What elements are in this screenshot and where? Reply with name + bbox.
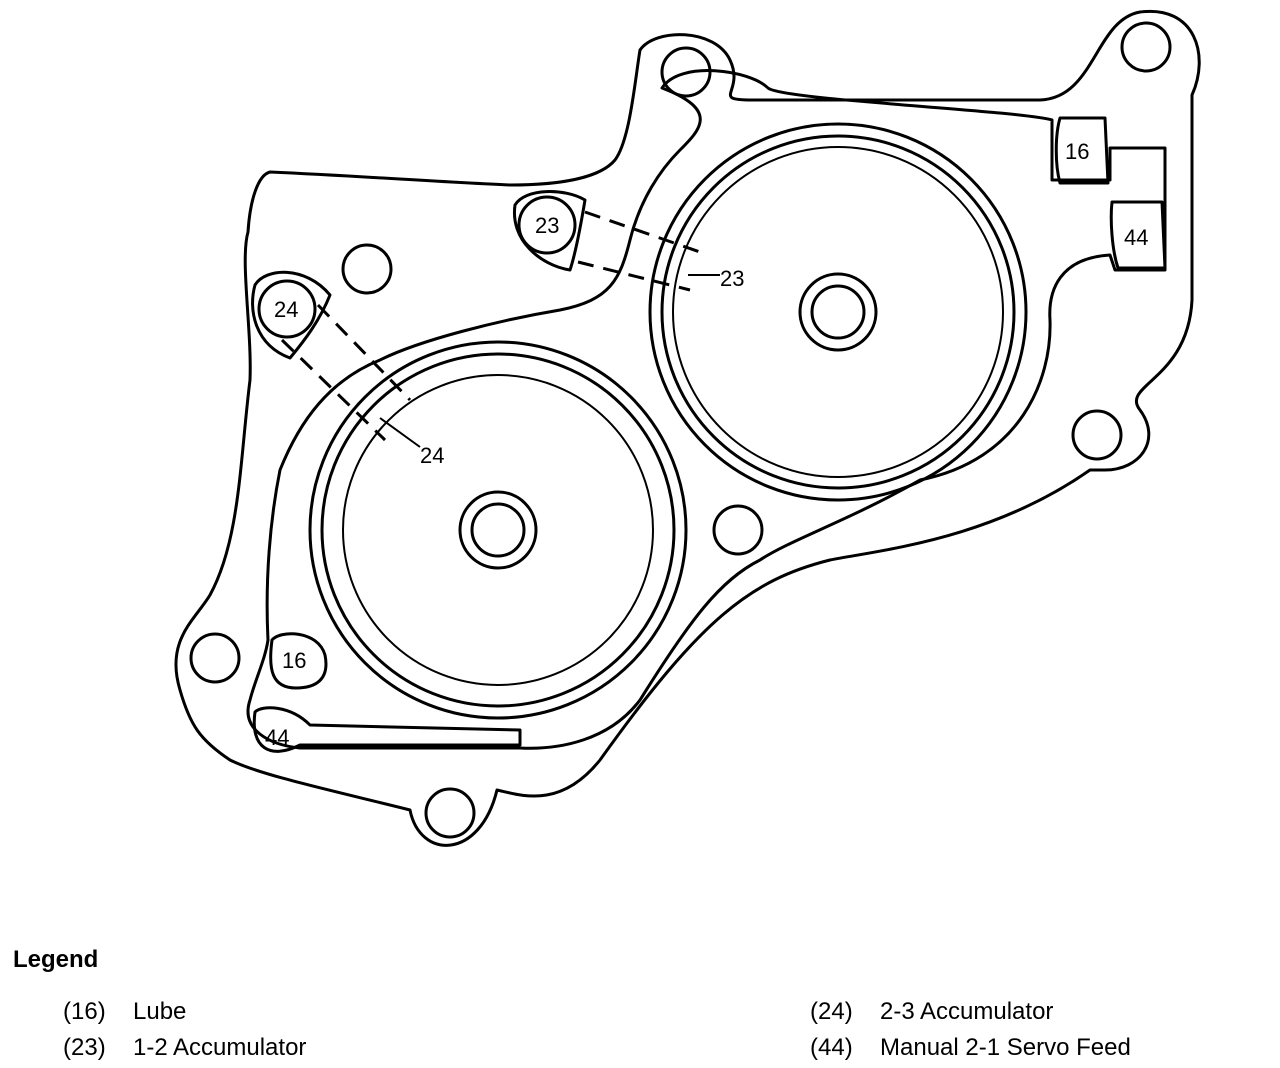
- label-44-bottom: 44: [265, 725, 289, 750]
- legend-text: Manual 2-1 Servo Feed: [880, 1034, 1131, 1061]
- pocket-24: [251, 270, 332, 360]
- bolt-hole-bottom: [424, 787, 476, 839]
- bolt-ring-23: [517, 195, 577, 255]
- label-24-bolt: 24: [274, 297, 298, 322]
- upper-bore-hub-outer: [798, 272, 878, 352]
- legend-code: (44): [810, 1034, 853, 1061]
- label-16-bottom: 16: [282, 648, 306, 673]
- gasket-outer-outline: [174, 9, 1201, 847]
- label-23-bolt: 23: [535, 213, 559, 238]
- label-44-right: 44: [1124, 225, 1148, 250]
- bolt-hole-right: [1071, 409, 1123, 461]
- label-24-callout: 24: [420, 443, 444, 468]
- legend-item-24: (24) 2-3 Accumulator: [810, 998, 1053, 1026]
- upper-bore-mid-ring: [660, 134, 1016, 490]
- upper-bore-inner-ring: [672, 146, 1004, 478]
- passage-24-right: [316, 303, 412, 402]
- passage-23-upper: [584, 210, 701, 254]
- legend-item-16: (16) Lube: [63, 998, 186, 1026]
- passage-24-left: [280, 338, 387, 442]
- legend-text: 1-2 Accumulator: [133, 1034, 307, 1061]
- lower-bore-mid-ring: [320, 352, 676, 708]
- passage-23-lower: [577, 260, 691, 292]
- upper-bore-outer-ring: [648, 122, 1028, 502]
- legend-code: (16): [63, 998, 106, 1025]
- legend-code: (23): [63, 1034, 106, 1061]
- bolt-hole-top: [660, 46, 712, 98]
- legend-item-23: (23) 1-2 Accumulator: [63, 1034, 306, 1062]
- legend-text: 2-3 Accumulator: [880, 998, 1054, 1025]
- upper-bore-hub-inner: [810, 284, 866, 340]
- port-44-right-box: [1109, 200, 1167, 270]
- gasket-inner-channel: [246, 69, 1167, 750]
- label-16-upper: 16: [1065, 139, 1089, 164]
- legend-item-44: (44) Manual 2-1 Servo Feed: [810, 1034, 1131, 1062]
- port-16-upper-box: [1054, 116, 1110, 185]
- port-44-bottom: [252, 706, 522, 753]
- bolt-hole-center: [712, 504, 764, 556]
- lower-bore-hub-inner: [470, 502, 526, 558]
- lower-bore-outer-ring: [308, 340, 688, 720]
- valve-body-gasket-diagram: 16 44 23 23 24 24 16 44: [174, 9, 1201, 847]
- legend-code: (24): [810, 998, 853, 1025]
- leader-24: [379, 417, 421, 448]
- legend-title: Legend: [13, 946, 99, 973]
- lower-bore-inner-ring: [342, 374, 654, 686]
- lower-bore-hub-outer: [458, 490, 538, 570]
- bolt-hole-left: [341, 243, 393, 295]
- bolt-hole-bottom-left: [189, 632, 241, 684]
- bolt-ring-24: [257, 279, 317, 339]
- port-16-bottom: [269, 632, 328, 690]
- label-23-callout: 23: [720, 266, 744, 291]
- legend-text: Lube: [133, 998, 187, 1025]
- bolt-hole-top-right: [1120, 21, 1172, 73]
